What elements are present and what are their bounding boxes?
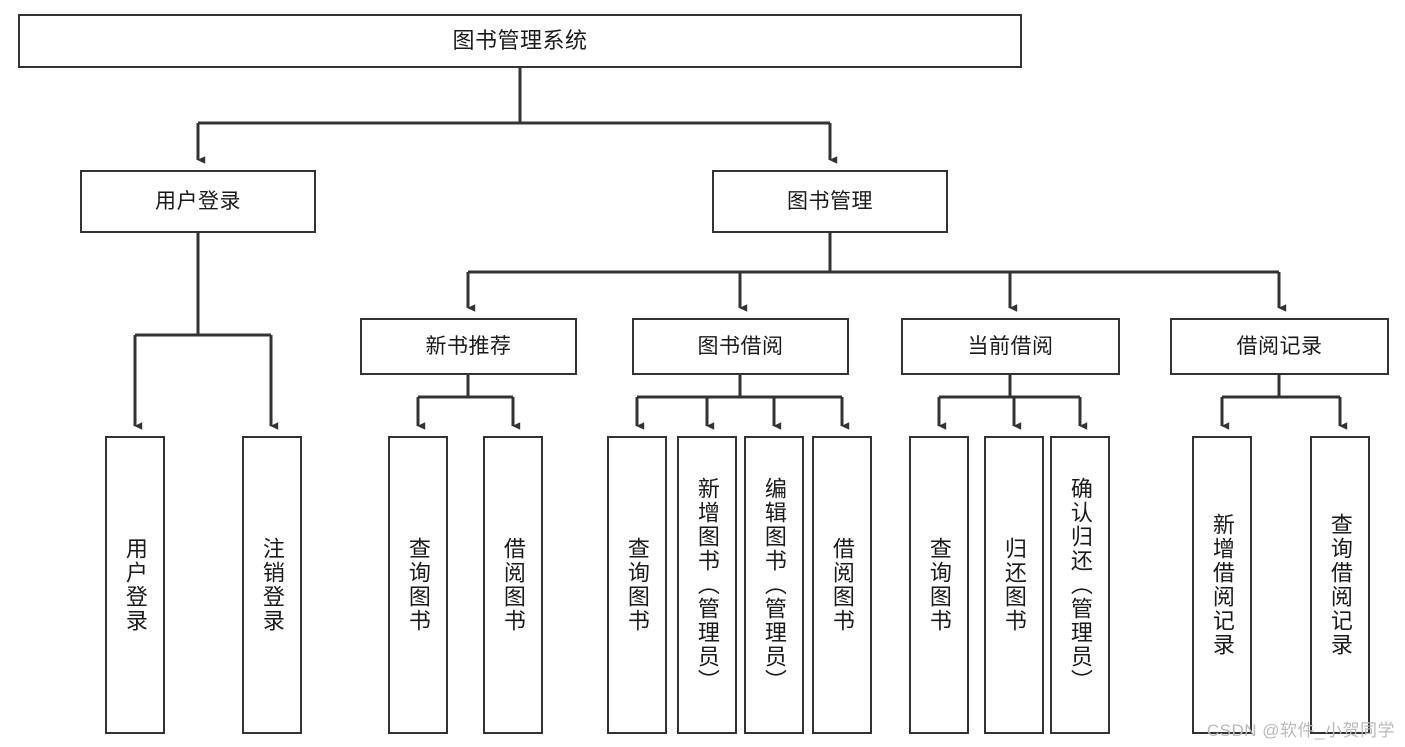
leaf-query-borrow-record[interactable]: 查询借阅记录 [1310, 436, 1370, 734]
node-user-login[interactable]: 用户登录 [80, 170, 316, 233]
leaf-query-book-current[interactable]: 查询图书 [909, 436, 969, 734]
leaf-logout[interactable]: 注销登录 [242, 436, 302, 734]
leaf-add-borrow-record[interactable]: 新增借阅记录 [1192, 436, 1252, 734]
leaf-borrow-book-recommend[interactable]: 借阅图书 [483, 436, 543, 734]
leaf-user-login[interactable]: 用户登录 [105, 436, 165, 734]
node-book-management[interactable]: 图书管理 [712, 170, 948, 233]
leaf-confirm-return-admin[interactable]: 确认归还（管理员） [1050, 436, 1110, 734]
node-current-borrow[interactable]: 当前借阅 [901, 318, 1120, 375]
leaf-query-book-recommend[interactable]: 查询图书 [388, 436, 448, 734]
node-borrow-record[interactable]: 借阅记录 [1170, 318, 1389, 375]
leaf-return-book[interactable]: 归还图书 [984, 436, 1044, 734]
node-book-borrow[interactable]: 图书借阅 [632, 318, 849, 375]
node-new-book-recommend[interactable]: 新书推荐 [360, 318, 577, 375]
node-root-system[interactable]: 图书管理系统 [18, 14, 1022, 68]
leaf-borrow-book[interactable]: 借阅图书 [812, 436, 872, 734]
leaf-add-book-admin[interactable]: 新增图书（管理员） [677, 436, 737, 734]
leaf-query-book-borrow[interactable]: 查询图书 [607, 436, 667, 734]
leaf-edit-book-admin[interactable]: 编辑图书（管理员） [744, 436, 804, 734]
